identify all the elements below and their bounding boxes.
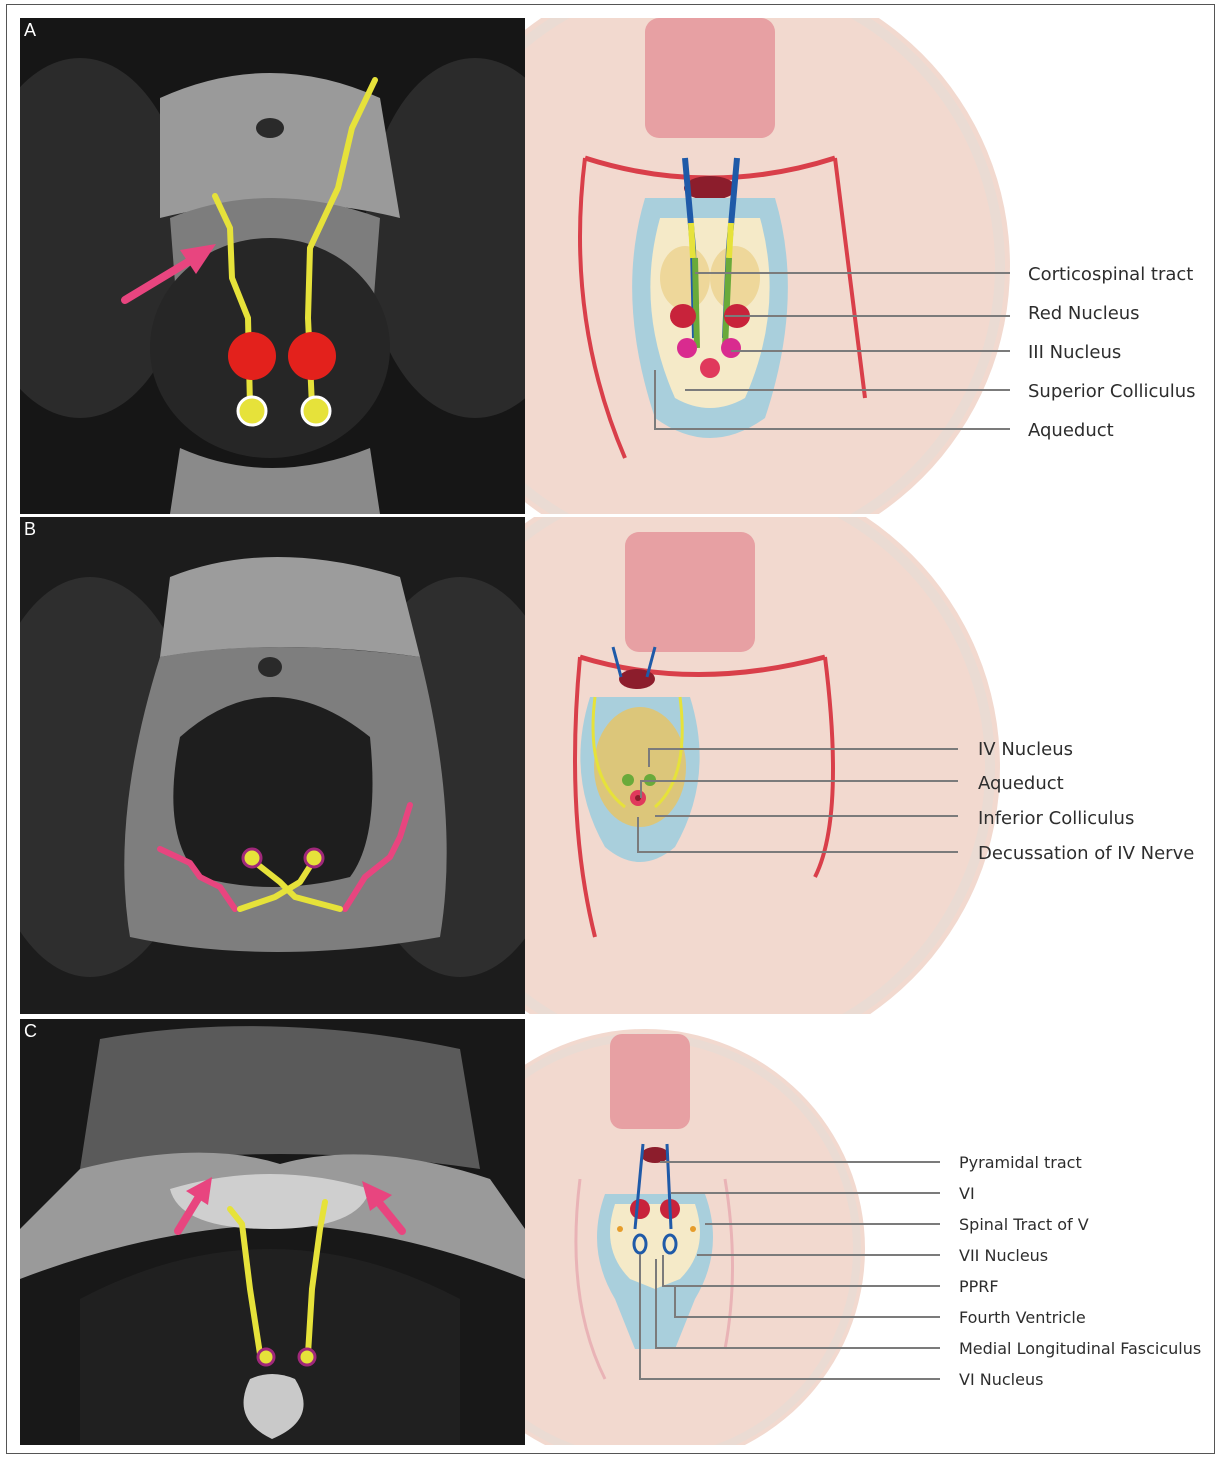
illustration-panel-b: IV Nucleus Aqueduct Inferior Colliculus … — [525, 517, 1210, 1014]
right-vi-nucleus-marker — [299, 1349, 315, 1365]
figure-frame: A Corticospi — [6, 4, 1215, 1454]
label-spinal-tract-of-v: Spinal Tract of V — [959, 1215, 1089, 1234]
label-iv-nucleus: IV Nucleus — [978, 739, 1073, 760]
mri-image-a — [20, 18, 525, 514]
label-medial-longitudinal-fasciculus: Medial Longitudinal Fasciculus — [959, 1339, 1201, 1358]
panel-letter-b: B — [24, 519, 36, 539]
label-fourth-ventricle: Fourth Ventricle — [959, 1308, 1086, 1327]
label-aqueduct-a: Aqueduct — [1028, 420, 1114, 441]
panel-letter-c: C — [24, 1021, 37, 1041]
illustration-panel-a: Corticospinal tract Red Nucleus III Nucl… — [525, 18, 1210, 514]
label-vi: VI — [959, 1184, 975, 1203]
label-vi-nucleus: VI Nucleus — [959, 1370, 1043, 1389]
left-vi-nucleus-marker — [258, 1349, 274, 1365]
label-red-nucleus: Red Nucleus — [1028, 303, 1140, 324]
label-vii-nucleus: VII Nucleus — [959, 1246, 1048, 1265]
label-superior-colliculus: Superior Colliculus — [1028, 381, 1196, 402]
mri-panel-a: A — [20, 18, 525, 514]
label-aqueduct-b: Aqueduct — [978, 773, 1064, 794]
label-corticospinal-tract: Corticospinal tract — [1028, 264, 1193, 285]
label-iii-nucleus: III Nucleus — [1028, 342, 1121, 363]
illustration-b: IV Nucleus Aqueduct Inferior Colliculus … — [525, 517, 1210, 1014]
mri-panel-c: C — [20, 1019, 525, 1445]
label-inferior-colliculus: Inferior Colliculus — [978, 808, 1134, 829]
panel-letter-a: A — [24, 20, 36, 40]
mri-panel-b: B — [20, 517, 525, 1014]
mri-image-b — [20, 517, 525, 1014]
label-decussation-iv-nerve: Decussation of IV Nerve — [978, 843, 1194, 864]
left-iii-nucleus-marker — [238, 397, 266, 425]
left-iv-nucleus-marker — [243, 849, 261, 867]
right-iv-nucleus-marker — [305, 849, 323, 867]
right-red-nucleus-marker — [288, 332, 336, 380]
left-red-nucleus-marker — [228, 332, 276, 380]
illustration-a: Corticospinal tract Red Nucleus III Nucl… — [525, 18, 1210, 514]
label-pyramidal-tract: Pyramidal tract — [959, 1153, 1082, 1172]
mri-image-c — [20, 1019, 525, 1445]
right-iii-nucleus-marker — [302, 397, 330, 425]
label-pprf: PPRF — [959, 1277, 999, 1296]
illustration-panel-c: Pyramidal tract VI Spinal Tract of V VII… — [525, 1019, 1210, 1445]
illustration-c: Pyramidal tract VI Spinal Tract of V VII… — [525, 1019, 1210, 1445]
